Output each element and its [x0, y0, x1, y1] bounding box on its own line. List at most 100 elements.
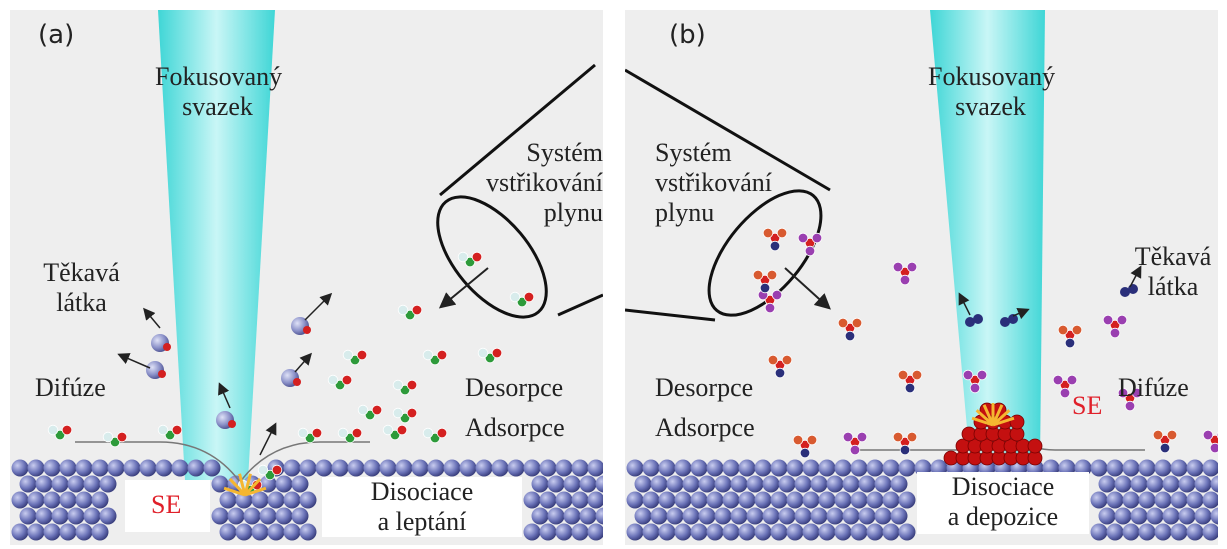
emission-arrow: [1012, 308, 1030, 320]
beam-label: Fokusovaný svazek: [155, 62, 283, 121]
precursor-atom: [471, 251, 483, 263]
substrate-atom: [43, 459, 61, 477]
substrate-atom: [1202, 459, 1218, 477]
substrate-atom: [227, 507, 245, 525]
panel-a-illustration: [11, 10, 603, 541]
substrate-atom: [666, 475, 684, 493]
gas-flow-arrow: [784, 267, 831, 310]
emission-arrow: [259, 422, 277, 456]
precursor-atom: [892, 261, 904, 273]
precursor-atom: [389, 429, 401, 441]
spark: [971, 416, 994, 427]
substrate-atom: [1130, 475, 1148, 493]
substrate-atom: [674, 459, 692, 477]
substrate-atom: [674, 523, 692, 541]
se-box: SE: [125, 480, 210, 532]
substrate-atom: [291, 475, 309, 493]
substrate-atom: [866, 459, 884, 477]
substrate-atom: [714, 475, 732, 493]
precursor-atom: [766, 269, 778, 281]
volatile-atom: [303, 326, 311, 334]
substrate-atom: [43, 523, 61, 541]
substrate-atom: [850, 491, 868, 509]
volatile-atom: [1008, 314, 1018, 324]
panel-a-etching: (a) Fokusovaný svazek Systém vstřikování…: [10, 10, 603, 545]
substrate-atom: [850, 459, 868, 477]
deposit-atom: [1009, 414, 1025, 430]
substrate-atom: [1098, 475, 1116, 493]
substrate-atom: [1170, 523, 1188, 541]
substrate-atom: [866, 491, 884, 509]
gas-flow-arrow: [438, 267, 489, 309]
substrate-atom: [43, 491, 61, 509]
substrate-atom: [59, 523, 77, 541]
substrate-atom: [882, 523, 900, 541]
substrate-atom: [1098, 507, 1116, 525]
substrate-atom: [690, 491, 708, 509]
substrate-atom: [539, 523, 557, 541]
precursor-atom: [257, 464, 269, 476]
precursor-atom: [906, 431, 918, 443]
substrate-atom: [738, 491, 756, 509]
substrate-atom: [1154, 523, 1172, 541]
substrate-atom: [427, 459, 445, 477]
substrate-atom: [347, 459, 365, 477]
precursor-atom: [523, 291, 535, 303]
substrate-atom: [219, 491, 237, 509]
precursor-molecules: [752, 227, 1218, 459]
substrate-atom: [730, 475, 748, 493]
substrate-atom: [587, 459, 603, 477]
substrate-atom: [211, 507, 229, 525]
substrate-atom: [626, 523, 644, 541]
substrate-atom: [11, 459, 29, 477]
precursor-atom: [1066, 374, 1078, 386]
substrate-atom: [595, 507, 603, 525]
substrate-atom: [539, 459, 557, 477]
precursor-atom: [1059, 387, 1071, 399]
substrate-atom: [1106, 523, 1124, 541]
substrate-atom: [858, 507, 876, 525]
precursor-atom: [781, 354, 793, 366]
substrate-atom: [738, 459, 756, 477]
substrate-atom: [690, 459, 708, 477]
precursor-atom: [47, 424, 59, 436]
substrate-atom: [291, 507, 309, 525]
substrate-atom: [1186, 491, 1204, 509]
substrate-atom: [579, 507, 597, 525]
substrate-atom: [754, 491, 772, 509]
precursor-atom: [806, 434, 818, 446]
volatile-atom: [1120, 287, 1130, 297]
precursor-atom: [516, 296, 528, 308]
substrate-atom: [107, 459, 125, 477]
substrate-atom: [1090, 459, 1108, 477]
volatile-atom: [965, 317, 975, 327]
precursor-atom: [1052, 374, 1064, 386]
substrate-atom: [219, 523, 237, 541]
emission-arrow: [958, 292, 971, 316]
volatile-atom: [293, 378, 301, 386]
substrate-atom: [786, 523, 804, 541]
substrate-atom: [235, 523, 253, 541]
substrate-atom: [587, 491, 603, 509]
spark: [238, 473, 247, 496]
secondary-electron-sparks: [223, 473, 267, 497]
substrate-atom: [1122, 523, 1140, 541]
process-label: Disociace a depozice: [947, 472, 1059, 531]
substrate-atom: [874, 507, 892, 525]
precursor-atom: [406, 407, 418, 419]
gas-injection-label: Systém vstřikování plynu: [486, 138, 603, 227]
precursor-atom: [477, 347, 489, 359]
precursor-atom: [429, 432, 441, 444]
precursor-atom: [842, 431, 854, 443]
substrate-atom: [1090, 523, 1108, 541]
substrate-atom: [1114, 475, 1132, 493]
substrate-atom: [11, 491, 29, 509]
substrate-atom: [738, 523, 756, 541]
emission-arrow: [304, 292, 333, 321]
precursor-atom: [811, 232, 823, 244]
substrate-atom: [674, 491, 692, 509]
precursor-atom: [752, 269, 764, 281]
substrate-atom: [91, 523, 109, 541]
precursor-atom: [457, 251, 469, 263]
substrate-atom: [818, 459, 836, 477]
